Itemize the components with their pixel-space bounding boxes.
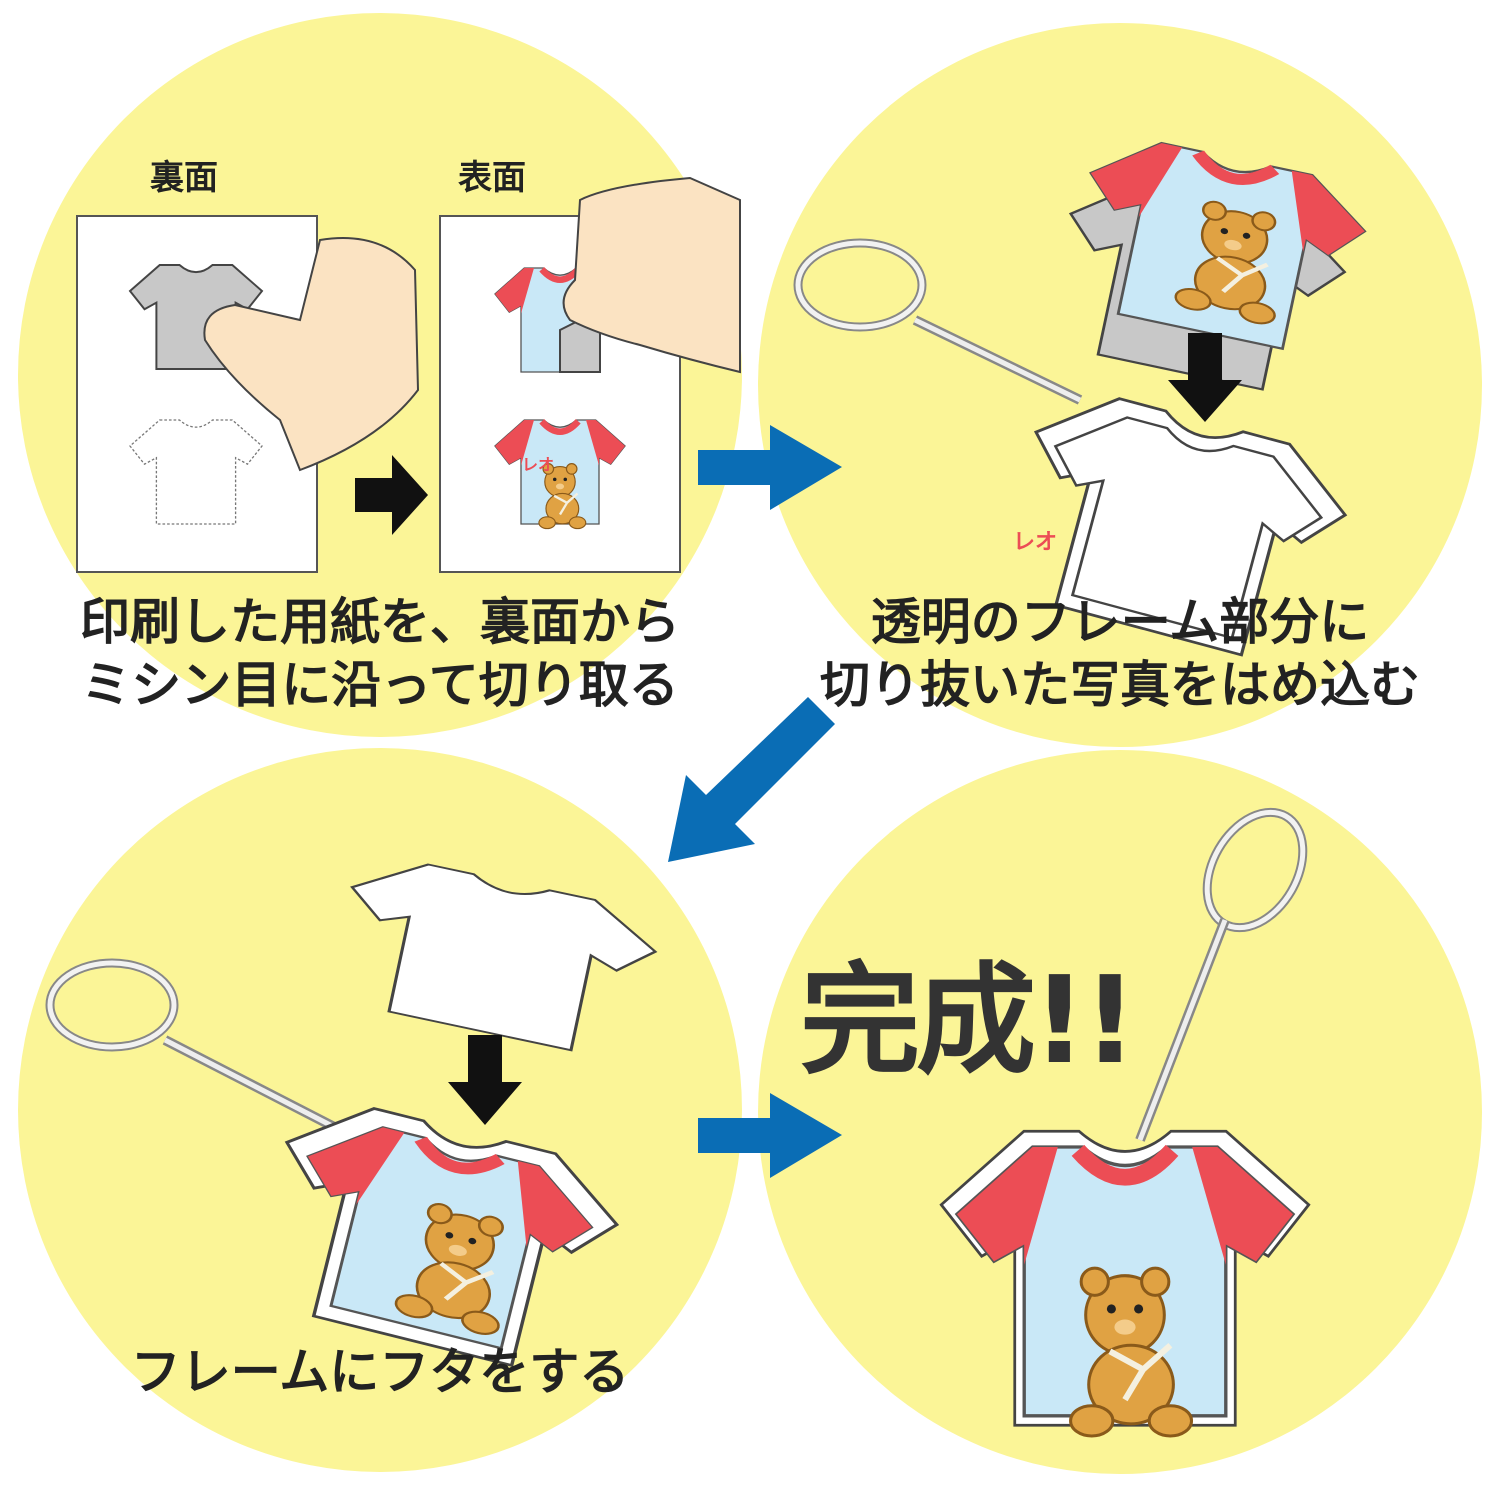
step4-circle bbox=[758, 750, 1482, 1474]
shirt-name: レオ bbox=[1013, 530, 1058, 555]
shirt-name-small: レオ bbox=[522, 455, 554, 474]
complete-title: 完成!! bbox=[800, 952, 1137, 1091]
blue-arrow-1 bbox=[698, 425, 842, 510]
blue-arrow-2 bbox=[668, 697, 835, 862]
step3-caption: フレームにフタをする bbox=[130, 1343, 630, 1401]
step1-caption-line2: ミシン目に沿って切り取る bbox=[81, 656, 679, 714]
step2-caption-line2: 切り抜いた写真をはめ込む bbox=[820, 656, 1420, 714]
black-arrow-right bbox=[355, 455, 428, 535]
black-arrow-down-1 bbox=[1168, 333, 1242, 422]
hand-right-icon bbox=[562, 176, 741, 374]
hand-left-icon bbox=[203, 237, 420, 472]
blue-arrow-3 bbox=[698, 1093, 842, 1178]
step1-caption-line1: 印刷した用紙を、裏面から bbox=[80, 593, 680, 651]
black-arrow-down-2 bbox=[448, 1035, 522, 1125]
back-side-label: 裏面 bbox=[150, 158, 218, 198]
step2-caption-line1: 透明のフレーム部分に bbox=[870, 593, 1370, 651]
front-side-label: 表面 bbox=[458, 158, 526, 198]
